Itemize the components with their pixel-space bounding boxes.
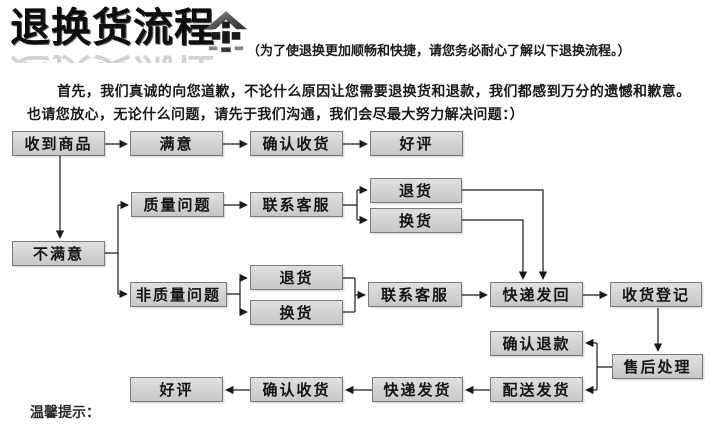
page-title-reflection: 退换货流程: [10, 50, 230, 63]
flow-node-received-goods: 收到商品: [12, 131, 105, 156]
flow-node-express-shipping: 快递发货: [372, 377, 463, 402]
flow-node-express-send-back: 快递发回: [490, 282, 583, 307]
flow-node-return-goods-1: 退货: [370, 178, 462, 203]
flow-node-receipt-register: 收货登记: [610, 282, 702, 307]
house-up-arrow-icon: [205, 11, 247, 53]
flow-node-exchange-goods-1: 换货: [370, 208, 462, 233]
flow-node-unsatisfied: 不满意: [12, 241, 105, 266]
flow-node-satisfied: 满意: [130, 131, 223, 156]
flow-node-non-quality-issue: 非质量问题: [130, 282, 227, 307]
header-subtitle: （为了使退换更加顺畅和快捷，请您务必耐心了解以下退换流程。）: [247, 43, 631, 58]
warm-tip-label: 温馨提示：: [30, 404, 100, 420]
flow-node-quality-issue: 质量问题: [131, 192, 224, 217]
flow-node-after-sales: 售后处理: [612, 354, 703, 379]
flow-node-contact-service-1: 联系客服: [250, 192, 343, 217]
flow-node-dispatch-shipping: 配送发货: [490, 377, 583, 402]
flow-node-good-review-2: 好评: [130, 377, 223, 402]
page-title: 退换货流程: [10, 6, 215, 50]
flow-node-confirm-refund: 确认退款: [490, 331, 583, 356]
flow-node-exchange-goods-2: 换货: [250, 300, 343, 325]
flow-node-good-review-1: 好评: [370, 131, 463, 156]
flow-node-confirm-receipt-2: 确认收货: [250, 377, 343, 402]
flow-node-contact-service-2: 联系客服: [368, 282, 462, 307]
intro-paragraph: 首先，我们真诚的向您道歉，不论什么原因让您需要退换货和退款，我们都感到万分的遗憾…: [27, 83, 691, 122]
flow-node-return-goods-2: 退货: [250, 265, 343, 290]
flow-node-confirm-receipt-1: 确认收货: [250, 131, 343, 156]
